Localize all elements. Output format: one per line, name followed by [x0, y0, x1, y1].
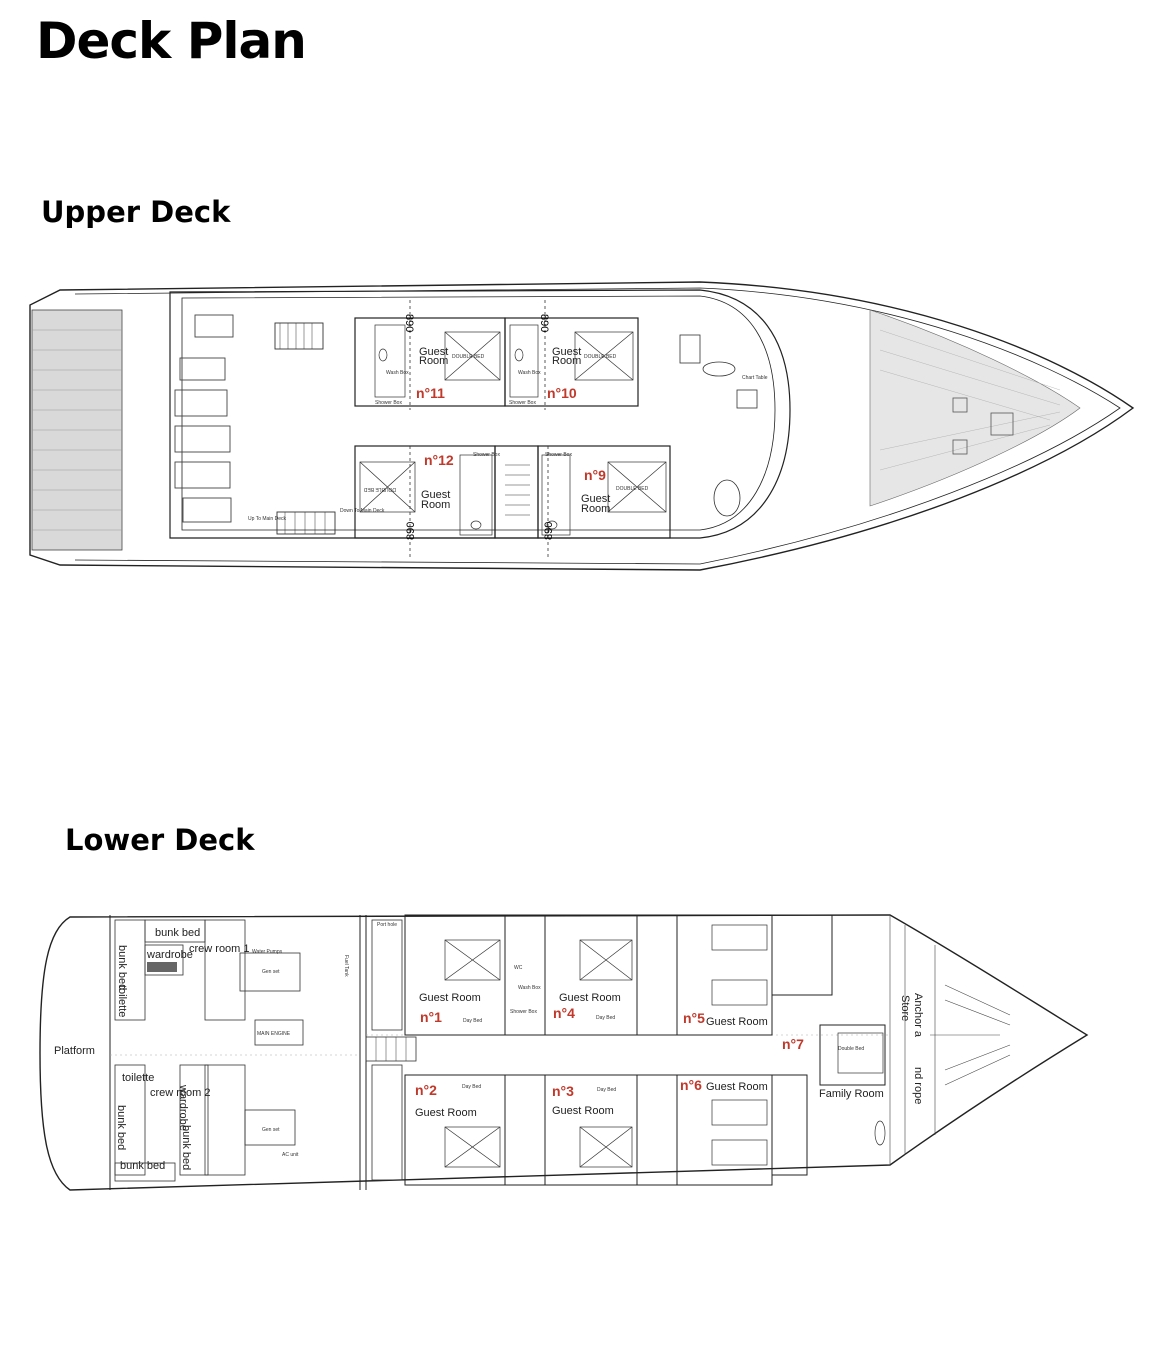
day-bed-3: Day Bed: [597, 1087, 616, 1093]
crew-toilette-top: toilette: [116, 985, 128, 1017]
bed-label-9: DOUBLE BED: [616, 486, 649, 492]
room-number-10: n°10: [547, 385, 577, 401]
bow-deck: [869, 309, 1081, 507]
crew-room-2: crew room 2: [150, 1087, 211, 1099]
room-number-12: n°12: [424, 452, 454, 468]
wc-label: WC: [514, 965, 523, 971]
fuel-tank-label: Fuel Tank: [343, 955, 349, 977]
room-11-label-1: Guest: [419, 346, 448, 358]
page-title: Deck Plan: [36, 12, 307, 70]
gen-set-bottom-label: Gen set: [262, 1127, 280, 1133]
wash-box-11: Wash Box: [386, 370, 409, 376]
room-6-label: Guest Room: [706, 1081, 768, 1093]
room-number-6: n°6: [680, 1077, 702, 1093]
bow-rope-label: nd rope: [912, 1067, 924, 1104]
room-number-7: n°7: [782, 1036, 804, 1052]
stair-top: [274, 322, 324, 350]
crew-bunk-bed-bottom: bunk bed: [120, 1160, 165, 1172]
bow-anchor-label: Anchor a: [912, 993, 924, 1038]
stair-bottom: [276, 511, 336, 535]
shower-box-12: Shower Box: [473, 452, 500, 458]
water-pumps-label: Water Pumps: [252, 949, 283, 955]
room-7-label: Family Room: [819, 1088, 884, 1100]
crew-bunk-bed-left-bottom: bunk bed: [115, 1105, 127, 1150]
wheelhouse-stair: [679, 334, 701, 364]
room-11-label-2: Room: [419, 355, 448, 367]
room-number-3: n°3: [552, 1083, 574, 1099]
bow-store-label: Store: [899, 995, 911, 1021]
crew-wardrobe-bottom: wardrobe: [177, 1084, 189, 1131]
lower-hull-outline: [39, 914, 1089, 1191]
wash-box-10: Wash Box: [518, 370, 541, 376]
shower-box-11: Shower Box: [375, 400, 402, 406]
crew-wardrobe-top: wardrobe: [146, 949, 193, 961]
bed-label-11: DOUBLE BED: [452, 354, 485, 360]
room-number-5: n°5: [683, 1010, 705, 1026]
crew-bunk-bed-top: bunk bed: [155, 927, 200, 939]
double-bed-7: Double Bed: [838, 1046, 864, 1052]
frame-label-3: 890: [405, 522, 417, 540]
room-9-label-2: Room: [581, 503, 610, 515]
day-bed-1: Day Bed: [463, 1018, 482, 1024]
chart-table: [736, 389, 758, 409]
up-to-main-deck-label: Up To Main Deck: [248, 516, 286, 522]
frame-label-4: 890: [543, 522, 555, 540]
room-3-label: Guest Room: [552, 1105, 614, 1117]
crew-bunk-bed-mid-bottom: bunk bed: [180, 1125, 192, 1170]
room-1-label: Guest Room: [419, 992, 481, 1004]
day-bed-2: Day Bed: [462, 1084, 481, 1090]
upper-hull-outline: [29, 281, 1135, 571]
helm-seat: [702, 361, 736, 377]
sun-loungers: [174, 314, 234, 523]
room-12-label-2: Room: [421, 499, 450, 511]
room-10-label-1: Guest: [552, 346, 581, 358]
down-to-main-deck-label: Down To Main Deck: [340, 508, 385, 514]
upper-deckhouse: [169, 289, 791, 539]
room-number-11: n°11: [416, 385, 445, 401]
room-number-9: n°9: [584, 467, 606, 483]
bed-label-12: DOUBLE BED: [363, 486, 396, 492]
room-number-2: n°2: [415, 1082, 437, 1098]
room-number-4: n°4: [553, 1005, 575, 1021]
main-engine-label: MAIN ENGINE: [257, 1031, 291, 1037]
day-bed-4: Day Bed: [596, 1015, 615, 1021]
upper-deck-plan: 890 890 890 890 Guest Room Guest Room Gu…: [29, 281, 1135, 571]
upper-deck-heading: Upper Deck: [41, 195, 231, 229]
chart-table-label: Chart Table: [742, 375, 768, 381]
platform-label: Platform: [54, 1045, 95, 1057]
shower-box-10: Shower Box: [509, 400, 536, 406]
room-2-label: Guest Room: [415, 1107, 477, 1119]
room-4-label: Guest Room: [559, 992, 621, 1004]
shower-box-label: Shower Box: [510, 1009, 537, 1015]
stair-well: [494, 445, 539, 539]
frame-label-1: 890: [403, 314, 415, 332]
crew-toilette-bottom: toilette: [122, 1072, 154, 1084]
crew-bunk-bed-left-top: bunk bed: [116, 945, 128, 990]
room-5-label: Guest Room: [706, 1016, 768, 1028]
bed-label-10: DOUBLE BED: [584, 354, 617, 360]
room-12-label-1: Guest: [421, 489, 450, 501]
ac-unit-label: AC unit: [282, 1152, 299, 1158]
lower-deck-plan: bunk bed wardrobe crew room 1 bunk bed t…: [39, 914, 1089, 1191]
gen-set-top-label: Gen set: [262, 969, 280, 975]
cabin-9: [537, 445, 671, 539]
port-hole-label: Port hole: [377, 922, 397, 928]
cabin-10: [504, 317, 639, 407]
captain-chair: [713, 479, 741, 517]
room-9-label-1: Guest: [581, 493, 610, 505]
room-10-label-2: Room: [552, 355, 581, 367]
wash-box-label: Wash Box: [518, 985, 541, 991]
shower-box-9: Shower Box: [545, 452, 572, 458]
crew-room-1: crew room 1: [189, 943, 250, 955]
lower-deck-heading: Lower Deck: [65, 823, 255, 857]
frame-label-2: 890: [538, 314, 550, 332]
room-number-1: n°1: [420, 1009, 442, 1025]
